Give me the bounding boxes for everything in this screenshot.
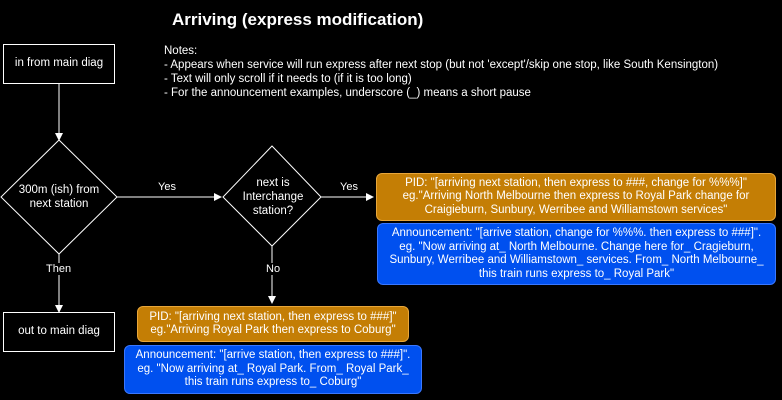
end-node-label: out to main diag — [18, 325, 100, 338]
pid-interchange-line: PID: "[arriving next station, then expre… — [405, 176, 747, 189]
edge-label-yes: Yes — [156, 181, 178, 193]
edge-label-no: No — [264, 263, 283, 275]
start-node-label: in from main diag — [14, 57, 104, 70]
notes-heading: Notes: — [164, 45, 198, 57]
announcement-interchange-line: this train runs express to_ Royal Park" — [478, 267, 675, 280]
announcement-interchange-box: Announcement: "[arrive station, change f… — [377, 223, 776, 285]
notes-line: - Text will only scroll if it needs to (… — [164, 73, 412, 85]
announcement-plain-line: Announcement: "[arrive station, then exp… — [135, 349, 411, 362]
diamond-distance — [0, 139, 118, 255]
notes-line: - For the announcement examples, undersc… — [164, 87, 531, 99]
page-title: Arriving (express modification) — [172, 10, 424, 29]
notes-block: Notes: - Appears when service will run e… — [164, 44, 718, 100]
announcement-plain-line: eg. "Now arriving at_ Royal Park. From_ … — [137, 362, 409, 375]
pid-plain-line: PID: "[arriving next station, then expre… — [149, 310, 397, 323]
diamond-interchange — [222, 145, 322, 247]
end-node: out to main diag — [3, 312, 115, 352]
notes-line: - Appears when service will run express … — [164, 59, 719, 71]
announcement-interchange-line: Sunbury, Werribee and Williamstown_ serv… — [389, 254, 764, 266]
pid-interchange-line: Craigieburn, Sunbury, Werribee and Willi… — [424, 203, 728, 216]
announcement-interchange-line: Announcement: "[arrive station, change f… — [391, 227, 762, 239]
announcement-plain-line: this train runs express to_ Coburg" — [184, 376, 362, 389]
decision-interchange-label: next is Interchange station? — [242, 177, 304, 217]
decision-distance-label: 300m (ish) from next station — [18, 184, 100, 210]
edge-label-yes: Yes — [338, 181, 360, 193]
announcement-interchange-line: eg. "Now arriving at_ North Melbourne. C… — [399, 240, 754, 253]
pid-interchange-box: PID: "[arriving next station, then expre… — [376, 173, 776, 221]
pid-plain-line: eg."Arriving Royal Park then express to … — [150, 324, 396, 336]
edge-label-then: Then — [44, 263, 74, 275]
start-node: in from main diag — [3, 44, 115, 84]
announcement-plain-box: Announcement: "[arrive station, then exp… — [124, 345, 422, 394]
pid-plain-box: PID: "[arriving next station, then expre… — [137, 306, 409, 342]
pid-interchange-line: eg."Arriving North Melbourne then expres… — [402, 190, 750, 203]
